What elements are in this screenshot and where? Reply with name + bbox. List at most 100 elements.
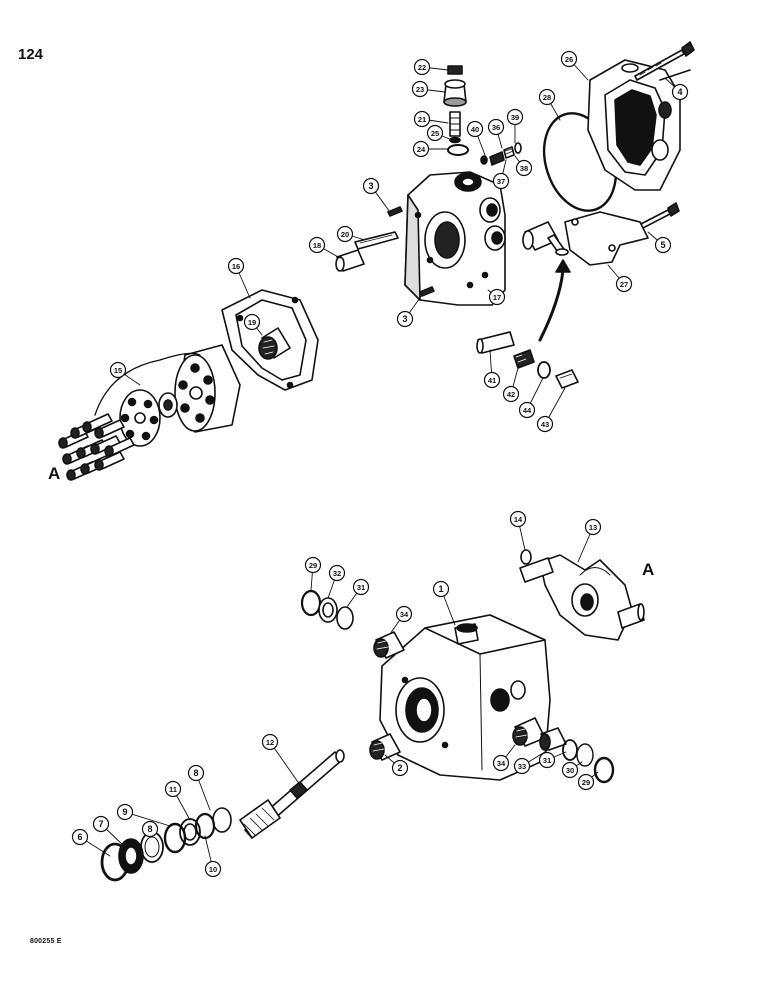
callout-34: 34 bbox=[395, 605, 413, 623]
callout-number: 37 bbox=[497, 177, 505, 186]
callout-number: 29 bbox=[582, 778, 590, 787]
seal-9 bbox=[163, 822, 187, 854]
callout-number: 13 bbox=[589, 523, 597, 532]
callout-number: 17 bbox=[493, 293, 501, 302]
callout-8: 8 bbox=[141, 820, 159, 838]
callout-31: 31 bbox=[352, 578, 370, 596]
direction-arrow bbox=[538, 259, 571, 342]
callout-34: 34 bbox=[492, 754, 510, 772]
callout-number: 34 bbox=[400, 610, 409, 619]
ring-31-upper bbox=[336, 606, 354, 630]
callout-number: 18 bbox=[313, 241, 321, 250]
callout-number: 24 bbox=[417, 145, 426, 154]
callout-number: 31 bbox=[357, 583, 365, 592]
piston bbox=[82, 413, 113, 433]
bearing-2 bbox=[369, 733, 401, 761]
callout-8: 8 bbox=[187, 764, 205, 782]
callout-number: 7 bbox=[98, 819, 103, 829]
callout-18: 18 bbox=[308, 236, 326, 254]
callout-39: 39 bbox=[506, 108, 524, 126]
callout-25: 25 bbox=[426, 124, 444, 142]
pistons bbox=[58, 413, 135, 481]
callout-6: 6 bbox=[71, 828, 89, 846]
drive-shaft-12 bbox=[239, 749, 345, 839]
retainer-plate bbox=[119, 389, 161, 447]
callout-number: 33 bbox=[518, 762, 526, 771]
callout-2: 2 bbox=[391, 759, 409, 777]
ring-14 bbox=[520, 549, 532, 565]
callout-11: 11 bbox=[164, 780, 182, 798]
callout-30: 30 bbox=[561, 761, 579, 779]
callout-number: 6 bbox=[77, 832, 82, 842]
callout-40: 40 bbox=[466, 120, 484, 138]
valve-stack bbox=[443, 65, 469, 156]
callout-number: 23 bbox=[416, 85, 424, 94]
figure-code: 800255 E bbox=[30, 938, 62, 945]
callout-number: 15 bbox=[114, 366, 122, 375]
washer-32-upper bbox=[318, 597, 338, 623]
callout-13: 13 bbox=[584, 518, 602, 536]
callout-number: 44 bbox=[523, 406, 532, 415]
callout-number: 12 bbox=[266, 738, 274, 747]
callout-43: 43 bbox=[536, 415, 554, 433]
pin-3-lower bbox=[419, 286, 435, 297]
ring-31-lower bbox=[562, 739, 578, 761]
callout-number: 27 bbox=[620, 280, 628, 289]
callout-number: 2 bbox=[397, 763, 402, 773]
pin-3-upper bbox=[387, 206, 403, 217]
callout-37: 37 bbox=[492, 172, 510, 190]
callout-10: 10 bbox=[204, 860, 222, 878]
page-number: 124 bbox=[18, 46, 44, 63]
callout-22: 22 bbox=[413, 58, 431, 76]
callout-number: 43 bbox=[541, 420, 549, 429]
callout-16: 16 bbox=[227, 257, 245, 275]
callout-number: 21 bbox=[418, 115, 426, 124]
callout-17: 17 bbox=[488, 288, 506, 306]
callout-number: 3 bbox=[368, 181, 373, 191]
callout-number: 32 bbox=[333, 569, 341, 578]
callout-19: 19 bbox=[243, 313, 261, 331]
callout-33: 33 bbox=[513, 757, 531, 775]
callout-42: 42 bbox=[502, 385, 520, 403]
callout-23: 23 bbox=[411, 80, 429, 98]
cover-26 bbox=[587, 59, 691, 191]
piston bbox=[94, 419, 125, 439]
callout-number: 42 bbox=[507, 390, 515, 399]
callout-number: 4 bbox=[677, 87, 682, 97]
swashplate-13 bbox=[519, 554, 645, 641]
callout-number: 14 bbox=[514, 515, 523, 524]
spool-parts bbox=[480, 142, 522, 166]
callout-number: 25 bbox=[431, 129, 439, 138]
callout-36: 36 bbox=[487, 118, 505, 136]
callout-29: 29 bbox=[304, 556, 322, 574]
callout-3: 3 bbox=[362, 177, 380, 195]
piston bbox=[104, 437, 135, 457]
piston bbox=[94, 451, 125, 471]
washer-8-right bbox=[212, 807, 232, 833]
callout-number: 34 bbox=[497, 759, 506, 768]
spherical-washer bbox=[158, 392, 178, 418]
reference-letter-a-left: A bbox=[48, 464, 61, 483]
callout-number: 40 bbox=[471, 125, 479, 134]
callout-number: 28 bbox=[543, 93, 551, 102]
callout-38: 38 bbox=[515, 159, 533, 177]
callout-3: 3 bbox=[396, 310, 414, 328]
callout-number: 39 bbox=[511, 113, 519, 122]
callout-9: 9 bbox=[116, 803, 134, 821]
callout-number: 5 bbox=[660, 240, 665, 250]
bracket-15 bbox=[94, 352, 201, 416]
callout-number: 20 bbox=[341, 230, 349, 239]
callout-28: 28 bbox=[538, 88, 556, 106]
callout-20: 20 bbox=[336, 225, 354, 243]
callout-number: 36 bbox=[492, 123, 500, 132]
bearing-34-upper bbox=[373, 631, 405, 659]
callout-number: 16 bbox=[232, 262, 240, 271]
callout-number: 8 bbox=[147, 824, 152, 834]
washer-30 bbox=[576, 743, 594, 767]
ring-29-upper bbox=[300, 589, 322, 617]
leader-line bbox=[269, 741, 301, 786]
gasket-27 bbox=[564, 211, 649, 266]
